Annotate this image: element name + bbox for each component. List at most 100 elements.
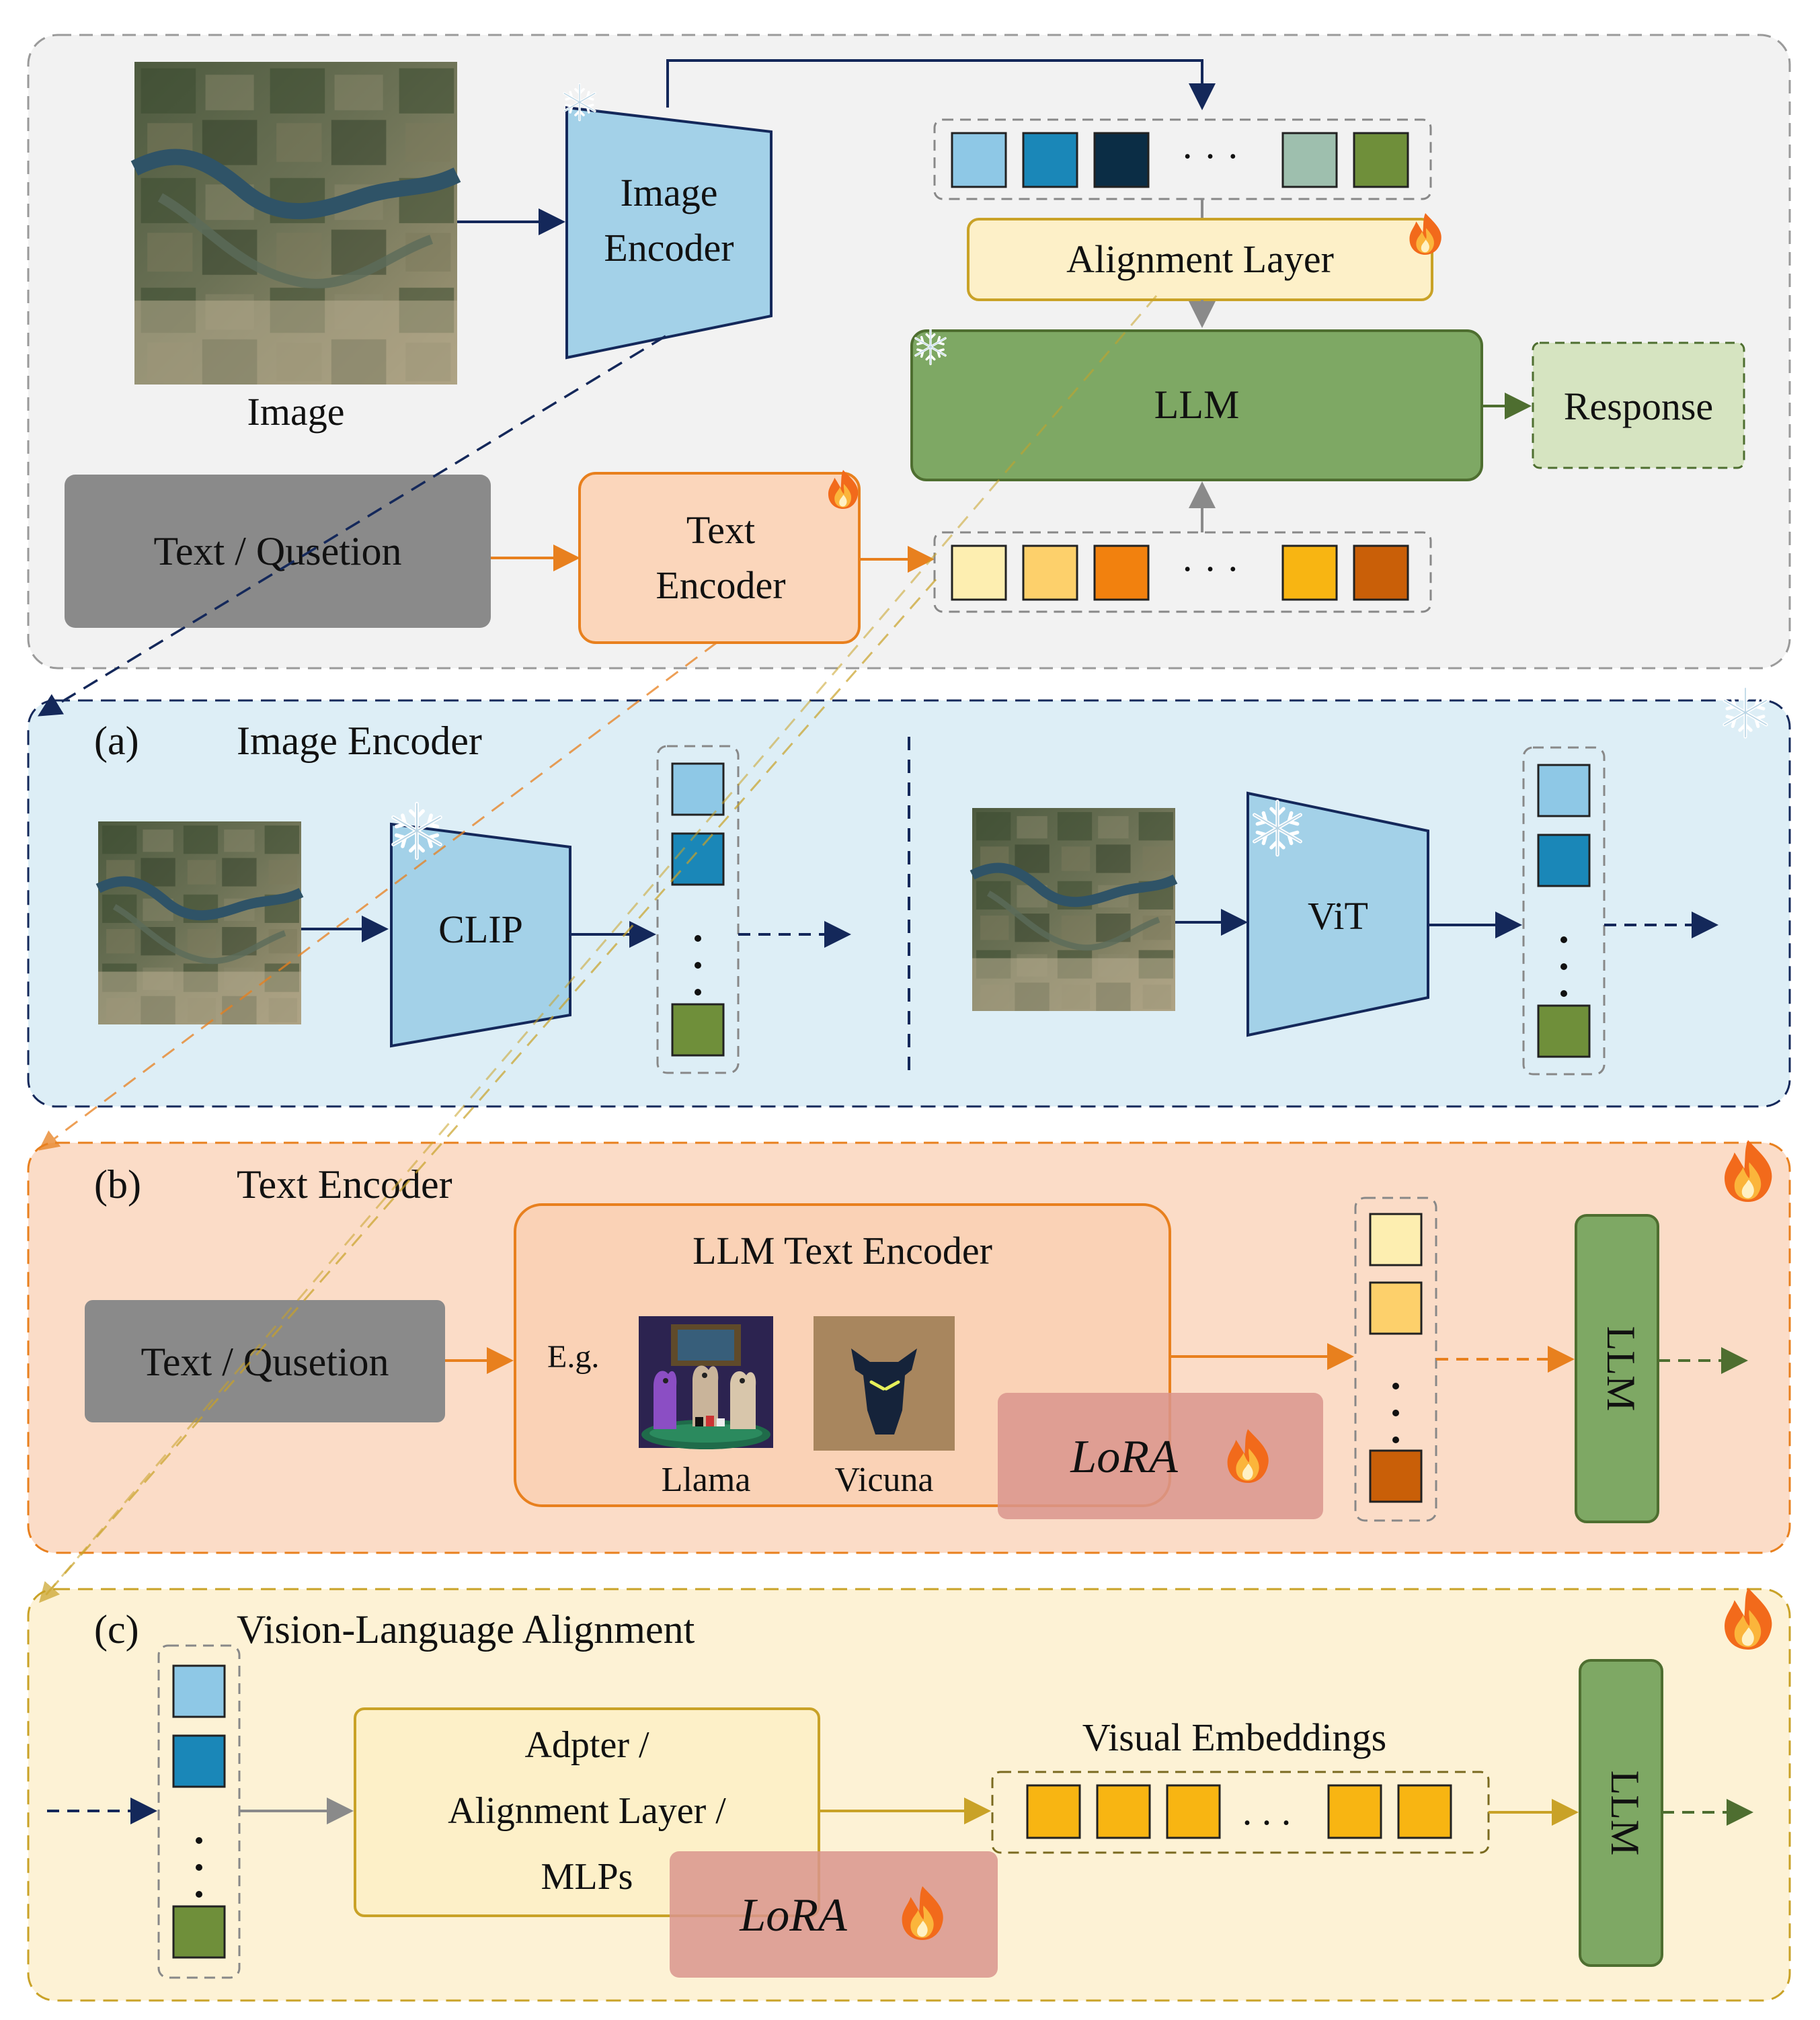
response-block (1532, 341, 1745, 469)
visual-token (951, 132, 1007, 188)
token-ellipsis-dot (1392, 1437, 1399, 1443)
lora-label: LoRA (739, 1890, 847, 1941)
lora-block (670, 1851, 998, 1978)
adapter-label-line3: MLPs (541, 1856, 633, 1898)
text-encoder-label-line1: Text (686, 508, 755, 552)
image-encoder-label-line1: Image (621, 171, 718, 214)
text-question-block (85, 1300, 445, 1422)
visual-token (671, 1003, 725, 1057)
satellite-image (134, 62, 457, 385)
visual-embedding-token (1166, 1784, 1221, 1839)
alignment-layer-block (967, 218, 1433, 301)
visual-embeddings-label: Visual Embeddings (1082, 1715, 1386, 1759)
text-question-label: Text / Qusetion (141, 1340, 389, 1384)
text-token-sequence (1369, 1213, 1423, 1503)
adapter-label-line1: Adpter / (524, 1724, 649, 1766)
text-question-block (65, 475, 491, 628)
visual-embedding-token (1096, 1784, 1151, 1839)
visual-embedding-token (1397, 1784, 1452, 1839)
lora-label: LoRA (1070, 1431, 1178, 1483)
visual-token (1537, 764, 1591, 817)
overview-panel: Image Image Encoder · · · Alignment Laye… (27, 34, 1791, 670)
text-token (1281, 544, 1338, 601)
token-ellipsis-dot (695, 962, 701, 969)
text-token-group (933, 531, 1432, 613)
visual-token (1353, 132, 1409, 188)
token-ellipsis-dot (1392, 1383, 1399, 1389)
alignment-layer-label: Alignment Layer (1066, 237, 1334, 281)
visual-token (172, 1664, 226, 1718)
vit-token-sequence (1537, 764, 1591, 1058)
visual-token (172, 1734, 226, 1788)
response-label: Response (1564, 385, 1713, 428)
llm-label: LLM (1154, 382, 1240, 427)
panel-connectors (38, 295, 1158, 1603)
image-encoder-label-line2: Encoder (604, 226, 734, 270)
vision-language-alignment-panel: (c) Vision-Language Alignment Adpter / A… (27, 1588, 1791, 2002)
visual-embedding-sequence (1026, 1784, 1452, 1839)
token-ellipsis-dot (1560, 936, 1567, 943)
llm-label: LLM (1599, 1326, 1643, 1412)
vit-label: ViT (1308, 894, 1368, 938)
visual-token (1281, 132, 1338, 188)
text-token (1093, 544, 1150, 601)
panel-c-label: (c) (94, 1607, 139, 1652)
image-caption: Image (247, 390, 345, 434)
image-encoder-block (565, 106, 773, 360)
panel-b-label: (b) (94, 1162, 141, 1207)
visual-token (172, 1905, 226, 1959)
token-ellipsis-dot (1392, 1410, 1399, 1416)
text-token (1022, 544, 1078, 601)
token-ellipsis-dot (1560, 990, 1567, 997)
image-encoder-panel: (a) Image Encoder CLIP ViT (27, 688, 1791, 1108)
token-ellipsis-dot (695, 989, 701, 996)
visual-token-sequence (172, 1664, 226, 1959)
visual-token (1537, 834, 1591, 887)
text-question-label: Text / Qusetion (153, 529, 401, 573)
token-ellipsis-dot (1560, 963, 1567, 970)
token-ellipsis-dot (196, 1864, 202, 1871)
llm-text-encoder-label: LLM Text Encoder (693, 1229, 992, 1272)
token-ellipsis-dot (196, 1837, 202, 1844)
visual-embedding-token (1026, 1784, 1081, 1839)
clip-encoder-block (390, 822, 571, 1048)
vicuna-image (814, 1316, 955, 1451)
satellite-image (972, 808, 1175, 1011)
lora-block (998, 1393, 1323, 1519)
visual-token (1022, 132, 1078, 188)
visual-token (1537, 1004, 1591, 1058)
visual-token-group (933, 118, 1432, 200)
adapter-label-line2: Alignment Layer / (448, 1790, 726, 1832)
visual-embedding-token (1327, 1784, 1382, 1839)
embedding-ellipsis: . . . (1242, 1789, 1292, 1833)
visual-token (671, 832, 725, 886)
vit-token-column (1522, 746, 1606, 1076)
llama-image (639, 1316, 773, 1449)
text-token-ellipsis: · · · (1181, 547, 1240, 591)
visual-token-ellipsis: · · · (1181, 134, 1240, 178)
clip-token-column (656, 745, 740, 1074)
text-token (1353, 544, 1409, 601)
text-token (1369, 1449, 1423, 1503)
text-token (1369, 1281, 1423, 1335)
visual-token (1093, 132, 1150, 188)
token-ellipsis-dot (695, 935, 701, 942)
visual-token (671, 762, 725, 816)
text-encoder-label-line2: Encoder (656, 563, 785, 607)
llama-label: Llama (662, 1461, 751, 1499)
panel-a-title: Image Encoder (237, 719, 482, 763)
clip-token-sequence (671, 762, 725, 1057)
text-token-sequence (951, 544, 1409, 601)
text-encoder-block (578, 472, 861, 644)
panel-a-label: (a) (94, 719, 139, 763)
llm-label: LLM (1603, 1771, 1647, 1856)
token-ellipsis-dot (196, 1891, 202, 1898)
vit-encoder-block (1247, 791, 1429, 1037)
panel-b-title: Text Encoder (237, 1162, 452, 1207)
visual-token-sequence (951, 132, 1409, 188)
text-encoder-panel: (b) Text Encoder Text / Qusetion LLM Tex… (27, 1140, 1791, 1554)
panel-c-title: Vision-Language Alignment (237, 1607, 695, 1652)
llm-block (1575, 1214, 1659, 1523)
eg-label: E.g. (547, 1339, 599, 1375)
